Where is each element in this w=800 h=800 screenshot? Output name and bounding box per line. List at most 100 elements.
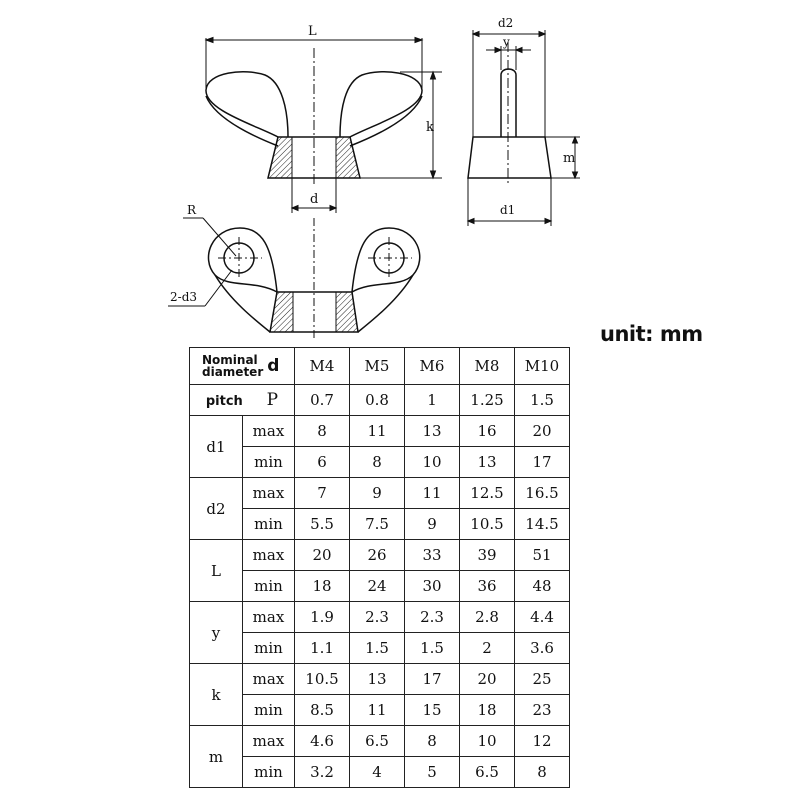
label-k: k [426,120,434,135]
size-header: M5 [349,347,405,385]
side-view [467,68,552,179]
value-cell: 4.4 [514,601,570,633]
param-symbol: L [189,539,243,602]
max-label: max [242,415,295,447]
dim-d [290,178,338,213]
size-header: M10 [514,347,570,385]
unit-label: unit: mm [600,322,703,346]
param-symbol: y [189,601,243,664]
max-label: max [242,663,295,695]
nominal-symbol: d [267,356,280,376]
value-cell: 6.5 [349,725,405,757]
size-header: M6 [404,347,460,385]
min-label: min [242,446,295,478]
label-L: L [308,24,317,39]
value-cell: 9 [349,477,405,509]
value-cell: 17 [514,446,570,478]
value-cell: 11 [404,477,460,509]
value-cell: 18 [294,570,350,602]
value-cell: 2.3 [349,601,405,633]
pitch-value: 1.25 [459,384,515,416]
param-symbol: k [189,663,243,726]
value-cell: 2 [459,632,515,664]
spec-table: Nominal diameter d M4 M5 M6 M8 M10 pitch… [189,347,570,788]
value-cell: 17 [404,663,460,695]
value-cell: 1.9 [294,601,350,633]
nominal-diameter-cell: Nominal diameter d [189,347,295,385]
value-cell: 14.5 [514,508,570,540]
size-header: M4 [294,347,350,385]
pitch-row: pitch P 0.7 0.8 1 1.25 1.5 [189,384,570,416]
min-label: min [242,632,295,664]
leader-d3 [168,269,233,307]
min-label: min [242,756,295,788]
wing-nut-technical-drawing: L k d d2 y [168,16,580,340]
value-cell: 23 [514,694,570,726]
param-symbol: m [189,725,243,788]
dim-y [486,46,531,70]
value-cell: 20 [459,663,515,695]
value-cell: 2.8 [459,601,515,633]
value-cell: 7.5 [349,508,405,540]
diameter-label: diameter [202,365,264,379]
value-cell: 13 [404,415,460,447]
value-cell: 1.5 [404,632,460,664]
label-d: d [310,192,318,207]
value-cell: 1.1 [294,632,350,664]
value-cell: 3.6 [514,632,570,664]
value-cell: 7 [294,477,350,509]
nominal-label: Nominal [202,353,258,367]
value-cell: 4.6 [294,725,350,757]
value-cell: 8 [404,725,460,757]
value-cell: 12 [514,725,570,757]
value-cell: 12.5 [459,477,515,509]
label-m: m [563,151,575,166]
value-cell: 36 [459,570,515,602]
dim-m [545,135,580,180]
label-d1: d1 [500,203,515,217]
bottom-centerlines [218,218,412,340]
value-cell: 11 [349,694,405,726]
value-cell: 26 [349,539,405,571]
max-label: max [242,539,295,571]
size-header: M8 [459,347,515,385]
pitch-label-cell: pitch P [189,384,295,416]
value-cell: 8 [294,415,350,447]
value-cell: 24 [349,570,405,602]
value-cell: 1.5 [349,632,405,664]
value-cell: 9 [404,508,460,540]
value-cell: 10 [404,446,460,478]
value-cell: 8 [514,756,570,788]
max-label: max [242,477,295,509]
value-cell: 18 [459,694,515,726]
value-cell: 2.3 [404,601,460,633]
value-cell: 10.5 [294,663,350,695]
min-label: min [242,570,295,602]
label-y: y [502,35,510,49]
value-cell: 6.5 [459,756,515,788]
value-cell: 15 [404,694,460,726]
label-2-d3: 2-d3 [170,290,197,304]
max-label: max [242,601,295,633]
value-cell: 25 [514,663,570,695]
bottom-hatch-right [335,291,359,333]
param-symbol: d1 [189,415,243,478]
value-cell: 6 [294,446,350,478]
value-cell: 48 [514,570,570,602]
pitch-label: pitch [205,394,243,409]
value-cell: 10 [459,725,515,757]
value-cell: 33 [404,539,460,571]
bottom-hatch-left [269,291,294,333]
value-cell: 4 [349,756,405,788]
param-symbol: d2 [189,477,243,540]
value-cell: 39 [459,539,515,571]
pitch-symbol: P [266,390,279,410]
